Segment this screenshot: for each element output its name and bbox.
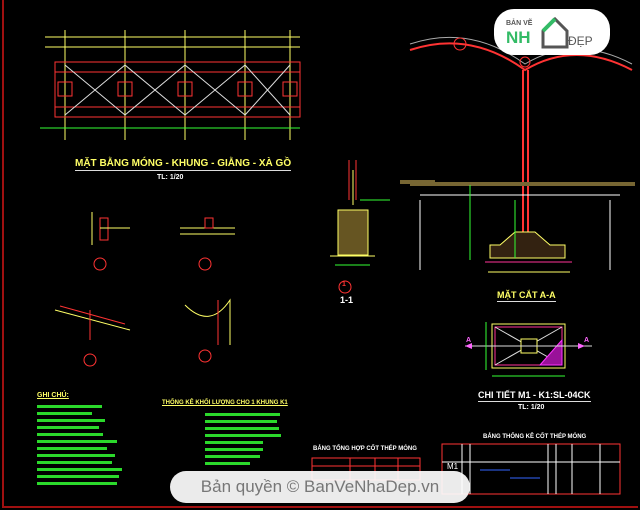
rebar-table-title: BẢNG THỐNG KÊ CỐT THÉP MÓNG: [483, 434, 587, 440]
detail-scale: TL: 1/20: [518, 404, 545, 411]
rebar-table-row-label: M1: [447, 462, 459, 471]
plan-title: MẶT BẰNG MÓNG - KHUNG - GIẰNG - XÀ GỒ: [75, 158, 292, 171]
detail-sketches: [54, 212, 235, 367]
notes-title: GHI CHÚ:: [37, 392, 69, 399]
quantity-title: THỐNG KÊ KHỐI LƯỢNG CHO 1 KHUNG K1: [162, 400, 288, 406]
foundation-plan: [40, 30, 301, 140]
detail-marker: 1: [342, 281, 346, 288]
logo-line3: ĐẸP: [568, 34, 593, 48]
detail-m1-plan: [465, 322, 592, 377]
watermark: Bản quyền © BanVeNhaDep.vn: [170, 471, 470, 503]
logo-line1: BẢN VẼ: [506, 20, 533, 27]
plan-scale: TL: 1/20: [157, 174, 184, 181]
detail-title: CHI TIẾT M1 - K1:SL-04CK: [478, 390, 591, 402]
section-label: 1-1: [340, 295, 354, 305]
section-a-a: [409, 36, 635, 273]
section-marker-left: A: [466, 337, 472, 344]
summary-table-title: BẢNG TỔNG HỢP CỐT THÉP MÓNG: [313, 446, 417, 452]
section-title: MẶT CẮT A-A: [497, 290, 556, 302]
house-icon: [541, 16, 569, 49]
section-marker-right: A: [584, 337, 590, 344]
logo: BẢN VẼ NH ĐẸP: [494, 9, 610, 55]
section-1-1: [330, 160, 435, 294]
logo-line2: NH: [506, 28, 531, 47]
